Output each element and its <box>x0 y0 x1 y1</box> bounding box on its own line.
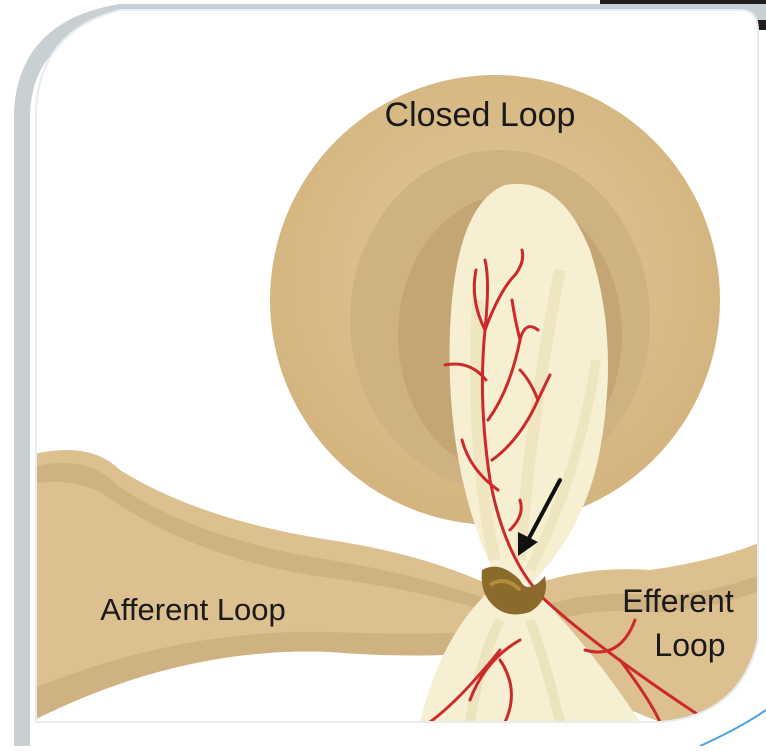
label-afferent-loop: Afferent Loop <box>100 592 286 627</box>
label-efferent-line2: Loop <box>654 627 725 663</box>
accent-line <box>700 710 766 746</box>
label-closed-loop: Closed Loop <box>385 96 576 134</box>
label-efferent-line1: Efferent <box>622 583 734 619</box>
